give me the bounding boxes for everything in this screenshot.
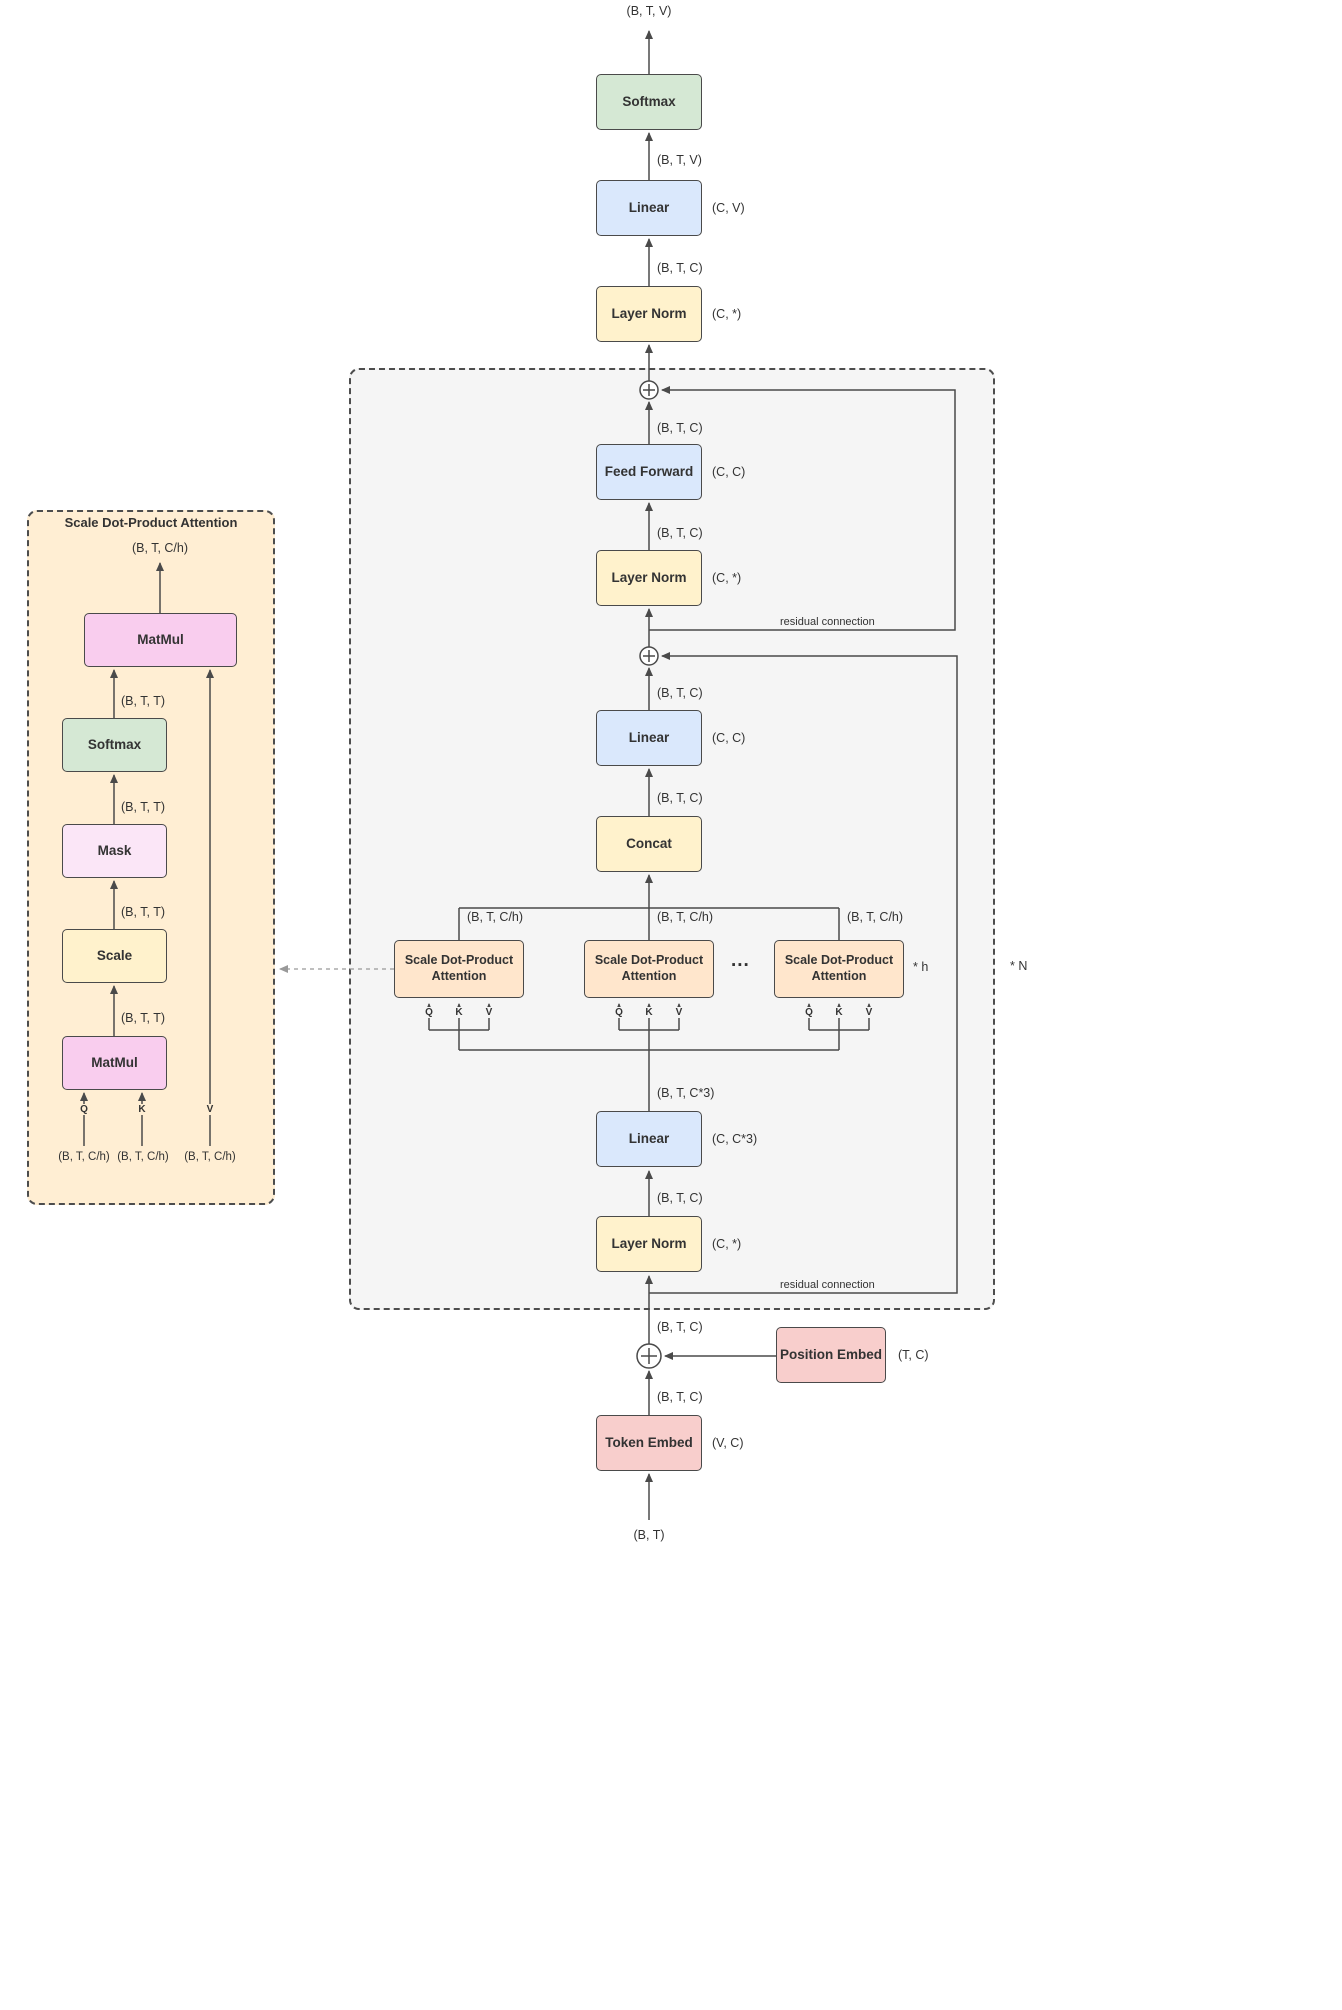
head1-q-label: Q	[423, 1007, 435, 1018]
head1-k-label: K	[453, 1007, 465, 1018]
detail-matmul-top-node: MatMul	[84, 613, 237, 667]
qkv-output-dim-label: (B, T, C*3)	[657, 1086, 715, 1100]
final-layer-norm-weight-dim-label: (C, *)	[712, 307, 742, 321]
detail-panel-wires	[80, 562, 214, 1146]
attention-head-2-node: Scale Dot-Product Attention	[584, 940, 714, 998]
layer-norm-1-node: Layer Norm	[596, 1216, 702, 1272]
detail-q-label: Q	[78, 1104, 90, 1115]
head1-output-dim-label: (B, T, C/h)	[467, 910, 524, 924]
residual-wire-lower	[649, 652, 958, 1294]
head1-v-label: V	[483, 1007, 495, 1018]
ff-weight-dim-label: (C, C)	[712, 465, 746, 479]
head3-q-label: Q	[803, 1007, 815, 1018]
detail-softmax-input-dim-label: (B, T, T)	[121, 800, 165, 814]
detail-matmul-bottom-node: MatMul	[62, 1036, 167, 1090]
add-circle-middle-icon	[639, 646, 659, 666]
add-circle-embed-icon	[636, 1343, 662, 1369]
residual-connection-upper-label: residual connection	[780, 616, 875, 628]
head3-v-label: V	[863, 1007, 875, 1018]
layer-norm-2-node: Layer Norm	[596, 550, 702, 606]
lm-head-input-dim-label: (B, T, C)	[657, 261, 703, 275]
proj-weight-dim-label: (C, C)	[712, 731, 746, 745]
input-dim-label: (B, T)	[633, 1528, 665, 1542]
proj-output-dim-label: (B, T, C)	[657, 686, 703, 700]
add-circle-top-icon	[639, 380, 659, 400]
token-embed-node: Token Embed	[596, 1415, 702, 1471]
ln2-weight-dim-label: (C, *)	[712, 571, 742, 585]
softmax-input-dim-label: (B, T, V)	[657, 153, 702, 167]
detail-scale-node: Scale	[62, 929, 167, 983]
lm-head-linear-node: Linear	[596, 180, 702, 236]
final-output-dim-label: (B, T, V)	[626, 4, 672, 18]
feed-forward-node: Feed Forward	[596, 444, 702, 500]
detail-v-input-dim-label: (B, T, C/h)	[184, 1151, 236, 1163]
ln2-output-dim-label: (B, T, C)	[657, 526, 703, 540]
attention-detail-title: Scale Dot-Product Attention	[64, 515, 238, 530]
position-embed-weight-dim-label: (T, C)	[898, 1348, 929, 1362]
detail-v-label: V	[204, 1104, 216, 1115]
detail-k-input-dim-label: (B, T, C/h)	[117, 1151, 169, 1163]
detail-q-input-dim-label: (B, T, C/h)	[58, 1151, 110, 1163]
concat-output-dim-label: (B, T, C)	[657, 791, 703, 805]
detail-mask-input-dim-label: (B, T, T)	[121, 905, 165, 919]
ff-output-dim-label: (B, T, C)	[657, 421, 703, 435]
head3-k-label: K	[833, 1007, 845, 1018]
position-embed-node: Position Embed	[776, 1327, 886, 1383]
residual-wire-upper	[649, 386, 956, 631]
ln1-output-dim-label: (B, T, C)	[657, 1191, 703, 1205]
ln1-weight-dim-label: (C, *)	[712, 1237, 742, 1251]
detail-k-label: K	[136, 1104, 148, 1115]
linear-proj-node: Linear	[596, 710, 702, 766]
attention-head-3-node: Scale Dot-Product Attention	[774, 940, 904, 998]
attention-head-1-node: Scale Dot-Product Attention	[394, 940, 524, 998]
final-layer-norm-node: Layer Norm	[596, 286, 702, 342]
block-repeat-label: * N	[1010, 959, 1028, 973]
head2-k-label: K	[643, 1007, 655, 1018]
head2-v-label: V	[673, 1007, 685, 1018]
qkv-weight-dim-label: (C, C*3)	[712, 1132, 758, 1146]
token-embed-output-dim-label: (B, T, C)	[657, 1390, 703, 1404]
detail-scale-input-dim-label: (B, T, T)	[121, 1011, 165, 1025]
softmax-output-node: Softmax	[596, 74, 702, 130]
heads-repeat-label: * h	[913, 960, 929, 974]
head2-q-label: Q	[613, 1007, 625, 1018]
residual-connection-lower-label: residual connection	[780, 1279, 875, 1291]
linear-qkv-node: Linear	[596, 1111, 702, 1167]
block-input-dim-label: (B, T, C)	[657, 1320, 703, 1334]
detail-mask-node: Mask	[62, 824, 167, 878]
main-flow-wires	[425, 30, 958, 1520]
head3-output-dim-label: (B, T, C/h)	[847, 910, 904, 924]
heads-ellipsis: ...	[731, 950, 750, 971]
detail-matmul-top-input-dim-label: (B, T, T)	[121, 694, 165, 708]
concat-node: Concat	[596, 816, 702, 872]
lm-head-weight-dim-label: (C, V)	[712, 201, 745, 215]
head2-output-dim-label: (B, T, C/h)	[657, 910, 714, 924]
token-embed-weight-dim-label: (V, C)	[712, 1436, 744, 1450]
detail-output-dim-label: (B, T, C/h)	[131, 541, 189, 555]
detail-softmax-node: Softmax	[62, 718, 167, 772]
